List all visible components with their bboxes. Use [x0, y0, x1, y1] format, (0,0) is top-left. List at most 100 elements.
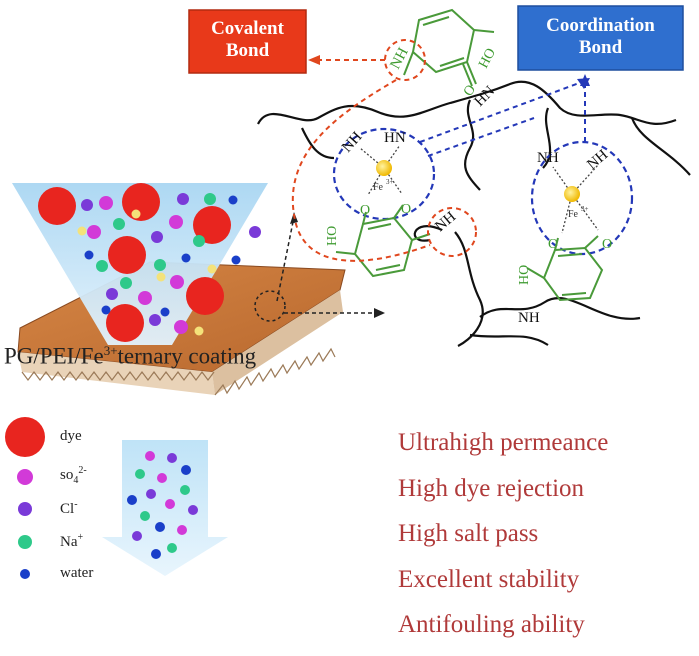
svg-text:HN: HN	[384, 130, 406, 146]
covalent-bond-label: Covalent Bond	[211, 18, 284, 61]
coordination-bond-indicators	[419, 81, 586, 157]
fe-complex-right: Fe 3+ NH NH O O	[530, 140, 634, 256]
sodium-particle	[193, 235, 205, 247]
legend-sulfate-symbol	[17, 469, 33, 485]
property-item: Ultrahigh permeance	[398, 429, 609, 456]
fe-ion	[376, 160, 392, 176]
catechol-ring-left	[335, 204, 431, 278]
dye-particle	[106, 304, 144, 342]
sulfate-particle	[165, 499, 175, 509]
covalent-bond-box	[188, 9, 307, 74]
dye-particle	[186, 277, 224, 315]
zoom-indicator	[254, 212, 385, 322]
dye-particle	[193, 206, 231, 244]
svg-text:Fe: Fe	[373, 182, 384, 193]
svg-text:O: O	[602, 237, 612, 252]
small-particle	[131, 209, 141, 219]
legend-dye-label: dye	[60, 428, 82, 444]
svg-text:HO: HO	[517, 265, 532, 285]
legend-water-label: water	[60, 565, 94, 581]
svg-text:Fe: Fe	[568, 209, 579, 220]
water-particle	[155, 522, 165, 532]
coating-label: PG/PEI/Fe3+ternary coating	[4, 343, 257, 369]
permeate-outlet	[102, 440, 228, 576]
svg-text:3+: 3+	[386, 178, 394, 186]
amine-label: NH	[518, 310, 540, 326]
legend-sodium-label: Na+	[60, 532, 84, 550]
legend-water-symbol	[20, 569, 30, 579]
svg-text:NH: NH	[584, 147, 611, 173]
chloride-particle	[81, 199, 93, 211]
sulfate-particle	[177, 525, 187, 535]
sodium-particle	[120, 277, 132, 289]
water-particle	[181, 465, 191, 475]
chloride-particle	[146, 489, 156, 499]
legend-dye-symbol	[5, 417, 45, 457]
sulfate-particle	[87, 225, 101, 239]
svg-text:HO: HO	[325, 226, 340, 246]
water-particle	[127, 495, 137, 505]
legend-symbols	[5, 417, 45, 579]
sodium-particle	[154, 259, 166, 271]
sulfate-particle	[138, 291, 152, 305]
legend-sodium-symbol	[18, 535, 32, 549]
water-particle	[228, 195, 238, 205]
svg-text:NH: NH	[537, 150, 559, 166]
dye-particle	[122, 183, 160, 221]
property-item: Antifouling ability	[398, 611, 585, 638]
small-particle	[156, 272, 166, 282]
small-particle	[207, 264, 217, 274]
water-particle	[160, 307, 170, 317]
membrane-properties-list: Ultrahigh permeance High dye rejection H…	[398, 420, 608, 648]
fe-ion	[564, 186, 580, 202]
chloride-particle	[149, 314, 161, 326]
legend-sulfate-label: so42-	[60, 465, 87, 486]
property-item: High salt pass	[398, 520, 539, 547]
water-particle	[181, 253, 191, 263]
chloride-particle	[188, 505, 198, 515]
sodium-particle	[113, 218, 125, 230]
amine-label: HN	[472, 83, 499, 110]
dye-particle	[108, 236, 146, 274]
dye-particle	[38, 187, 76, 225]
water-particle	[101, 305, 111, 315]
amine-label: NH	[387, 45, 411, 72]
chloride-particle	[151, 231, 163, 243]
svg-text:O: O	[401, 202, 411, 217]
sulfate-particle	[174, 320, 188, 334]
small-particle	[77, 226, 87, 236]
svg-text:O: O	[548, 237, 558, 252]
svg-text:O: O	[360, 203, 370, 218]
coordination-arrowhead	[580, 74, 590, 86]
chloride-particle	[106, 288, 118, 300]
coordination-bond-label: Coordination Bond	[546, 15, 655, 58]
sodium-particle	[180, 485, 190, 495]
fe-complex-left: Fe 3+ NH HN O O	[332, 127, 436, 221]
chloride-particle	[177, 193, 189, 205]
sodium-particle	[167, 543, 177, 553]
covalent-arrowhead	[308, 55, 320, 65]
feed-particles	[38, 183, 261, 342]
sulfate-particle	[99, 196, 113, 210]
legend-chloride-label: Cl-	[60, 499, 78, 517]
water-particle	[231, 255, 241, 265]
sulfate-particle	[170, 275, 184, 289]
property-item: Excellent stability	[398, 565, 580, 593]
sulfate-particle	[157, 473, 167, 483]
small-particle	[194, 326, 204, 336]
sulfate-particle	[145, 451, 155, 461]
legend-chloride-symbol	[18, 502, 32, 516]
water-particle	[84, 250, 94, 260]
chloride-particle	[249, 226, 261, 238]
svg-text:3+: 3+	[581, 205, 589, 213]
property-item: High dye rejection	[398, 474, 585, 502]
sodium-particle	[204, 193, 216, 205]
covalent-bond-indicators	[292, 39, 477, 262]
polymer-chains	[257, 80, 691, 347]
catechol-ring-top	[403, 8, 495, 87]
chloride-particle	[132, 531, 142, 541]
water-particle	[151, 549, 161, 559]
catechol-ring-right	[526, 235, 604, 302]
